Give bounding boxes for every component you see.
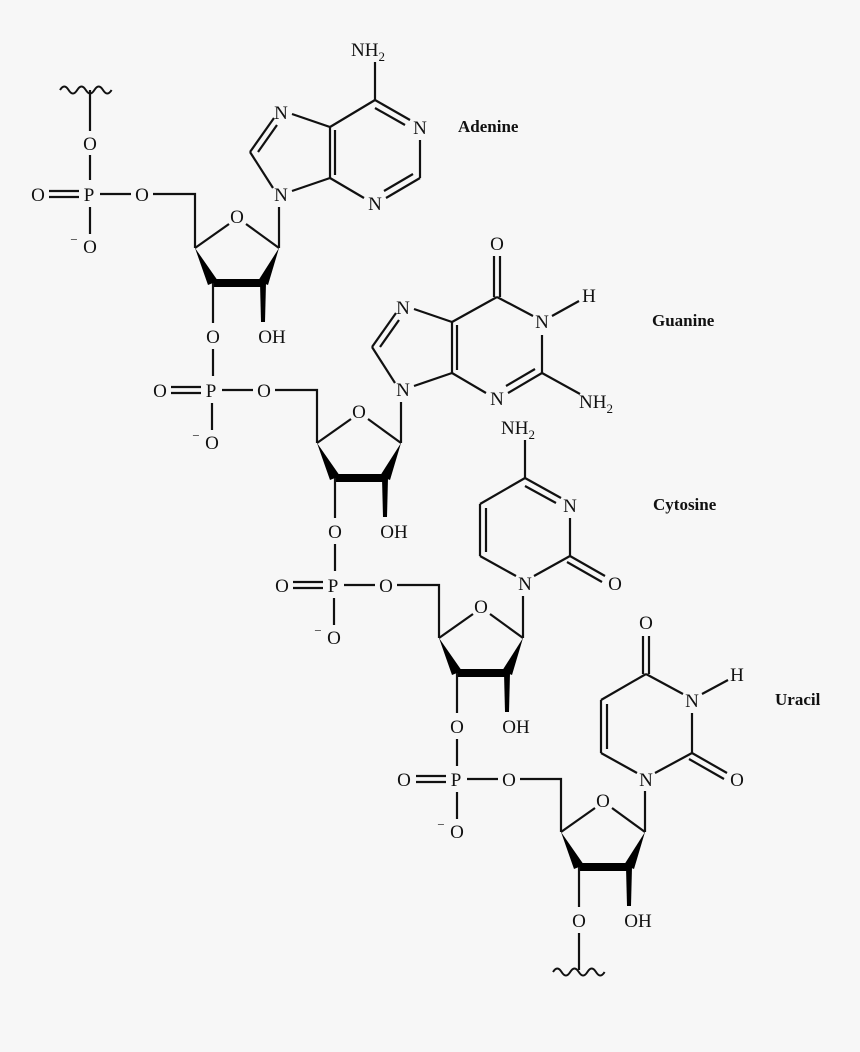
- cytosine-base: N N O NH2: [478, 418, 622, 595]
- chain-end-wavy-bond: [552, 933, 606, 977]
- svg-text:OH: OH: [624, 911, 652, 932]
- svg-text:N: N: [413, 118, 427, 139]
- svg-text:N: N: [368, 194, 382, 215]
- svg-text:O: O: [730, 770, 744, 791]
- svg-text:O: O: [257, 381, 271, 402]
- svg-text:−: −: [314, 623, 321, 638]
- svg-text:−: −: [70, 232, 77, 247]
- svg-text:O: O: [327, 628, 341, 649]
- svg-text:OH: OH: [258, 327, 286, 348]
- svg-text:O: O: [135, 185, 149, 206]
- adenine-base: N N N N NH2: [249, 40, 427, 215]
- svg-text:N: N: [535, 312, 549, 333]
- svg-text:O: O: [490, 234, 504, 255]
- svg-text:−: −: [192, 428, 199, 443]
- svg-text:N: N: [396, 298, 410, 319]
- svg-text:O: O: [230, 207, 244, 228]
- svg-text:O: O: [275, 576, 289, 597]
- svg-text:OH: OH: [380, 522, 408, 543]
- svg-text:O: O: [608, 574, 622, 595]
- svg-text:O: O: [450, 717, 464, 738]
- phosphate-group-3: P O O O −: [275, 544, 441, 649]
- phosphate-group-4: P O O O −: [397, 739, 563, 843]
- svg-text:O: O: [205, 433, 219, 454]
- svg-text:NH2: NH2: [501, 418, 535, 442]
- svg-text:O: O: [572, 911, 586, 932]
- svg-text:O: O: [596, 791, 610, 812]
- svg-text:N: N: [274, 103, 288, 124]
- svg-text:N: N: [490, 389, 504, 410]
- svg-text:O: O: [83, 237, 97, 258]
- svg-text:O: O: [31, 185, 45, 206]
- svg-text:N: N: [685, 691, 699, 712]
- label-guanine: Guanine: [652, 311, 715, 330]
- ribose-sugar-3: O O OH: [438, 596, 530, 738]
- svg-text:OH: OH: [502, 717, 530, 738]
- svg-text:N: N: [639, 770, 653, 791]
- label-uracil: Uracil: [775, 690, 821, 709]
- phosphate-group-2: P O O O −: [153, 349, 319, 454]
- svg-text:O: O: [83, 134, 97, 155]
- svg-text:P: P: [328, 576, 339, 597]
- svg-text:NH2: NH2: [351, 40, 385, 64]
- svg-text:NH2: NH2: [579, 392, 613, 416]
- phosphate-group-1: O P O O O −: [31, 134, 197, 258]
- svg-text:O: O: [397, 770, 411, 791]
- chain-start-wavy-bond: [59, 85, 113, 131]
- svg-text:O: O: [474, 597, 488, 618]
- svg-text:P: P: [206, 381, 217, 402]
- guanine-base: N N N H N O NH2: [371, 234, 613, 416]
- ribose-sugar-1: O O OH: [194, 207, 286, 348]
- svg-text:N: N: [563, 496, 577, 517]
- svg-text:H: H: [582, 286, 596, 307]
- svg-text:O: O: [450, 822, 464, 843]
- svg-text:N: N: [274, 185, 288, 206]
- svg-text:N: N: [518, 574, 532, 595]
- svg-text:O: O: [379, 576, 393, 597]
- svg-text:O: O: [153, 381, 167, 402]
- label-cytosine: Cytosine: [653, 495, 717, 514]
- svg-text:O: O: [206, 327, 220, 348]
- svg-text:P: P: [451, 770, 462, 791]
- svg-text:O: O: [328, 522, 342, 543]
- ribose-sugar-4: O O OH: [560, 791, 652, 932]
- svg-text:N: N: [396, 380, 410, 401]
- svg-text:O: O: [352, 402, 366, 423]
- ribose-sugar-2: O O OH: [316, 402, 408, 543]
- uracil-base: N N H O O: [599, 613, 744, 791]
- label-adenine: Adenine: [458, 117, 519, 136]
- svg-text:−: −: [437, 817, 444, 832]
- svg-text:O: O: [502, 770, 516, 791]
- svg-text:P: P: [84, 185, 95, 206]
- svg-text:H: H: [730, 665, 744, 686]
- svg-text:O: O: [639, 613, 653, 634]
